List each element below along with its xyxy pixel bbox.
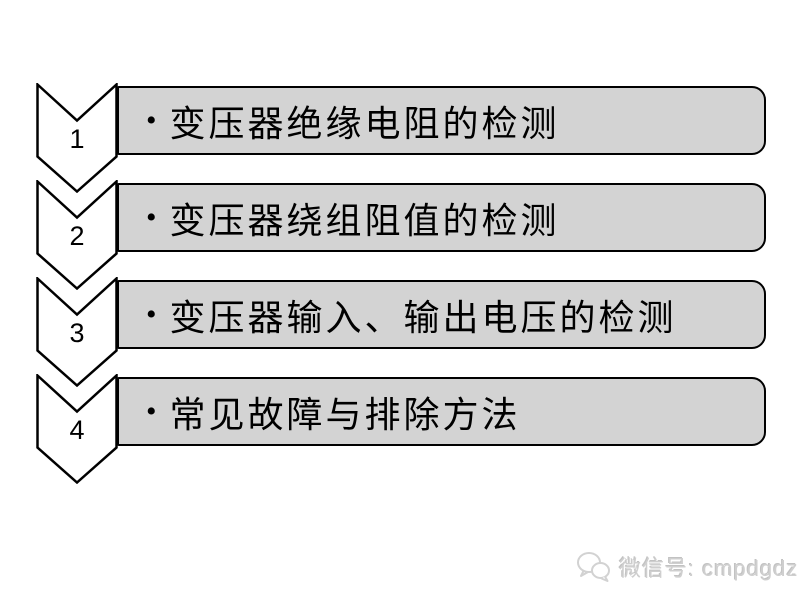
chevron-down-icon xyxy=(36,277,118,387)
chevron-number: 4 xyxy=(69,414,85,445)
chevron-marker: 3 xyxy=(36,277,118,387)
bullet-icon: • xyxy=(146,200,157,234)
item-text: 变压器输入、输出电压的检测 xyxy=(169,297,677,338)
chevron-down-icon xyxy=(36,83,118,193)
chevron-marker: 1 xyxy=(36,83,118,193)
chevron-marker: 4 xyxy=(36,374,118,484)
item-text: 变压器绕组阻值的检测 xyxy=(169,200,560,241)
watermark-label: 微信号: cmpdgdz xyxy=(619,556,799,581)
chevron-marker: 2 xyxy=(36,180,118,290)
chevron-number: 1 xyxy=(69,123,85,154)
content-box: • 变压器绕组阻值的检测 xyxy=(117,183,766,252)
content-box: • 变压器绝缘电阻的检测 xyxy=(117,86,766,155)
chevron-down-icon xyxy=(36,374,118,484)
wechat-icon xyxy=(577,552,610,582)
list-item: • 变压器绝缘电阻的检测 1 xyxy=(36,83,768,193)
bullet-icon: • xyxy=(146,297,157,331)
list-item: • 变压器绕组阻值的检测 2 xyxy=(36,180,768,290)
chevron-number: 2 xyxy=(69,220,85,251)
item-text: 常见故障与排除方法 xyxy=(169,394,521,435)
list-item: • 常见故障与排除方法 4 xyxy=(36,374,768,484)
bullet-icon: • xyxy=(146,103,157,137)
item-text: 变压器绝缘电阻的检测 xyxy=(169,103,560,144)
list-item: • 变压器输入、输出电压的检测 3 xyxy=(36,277,768,387)
chevron-down-icon xyxy=(36,180,118,290)
content-box: • 变压器输入、输出电压的检测 xyxy=(117,280,766,349)
content-box: • 常见故障与排除方法 xyxy=(117,377,766,446)
watermark: 微信号: cmpdgdz xyxy=(576,548,799,586)
bullet-icon: • xyxy=(146,394,157,428)
chevron-number: 3 xyxy=(69,317,85,348)
